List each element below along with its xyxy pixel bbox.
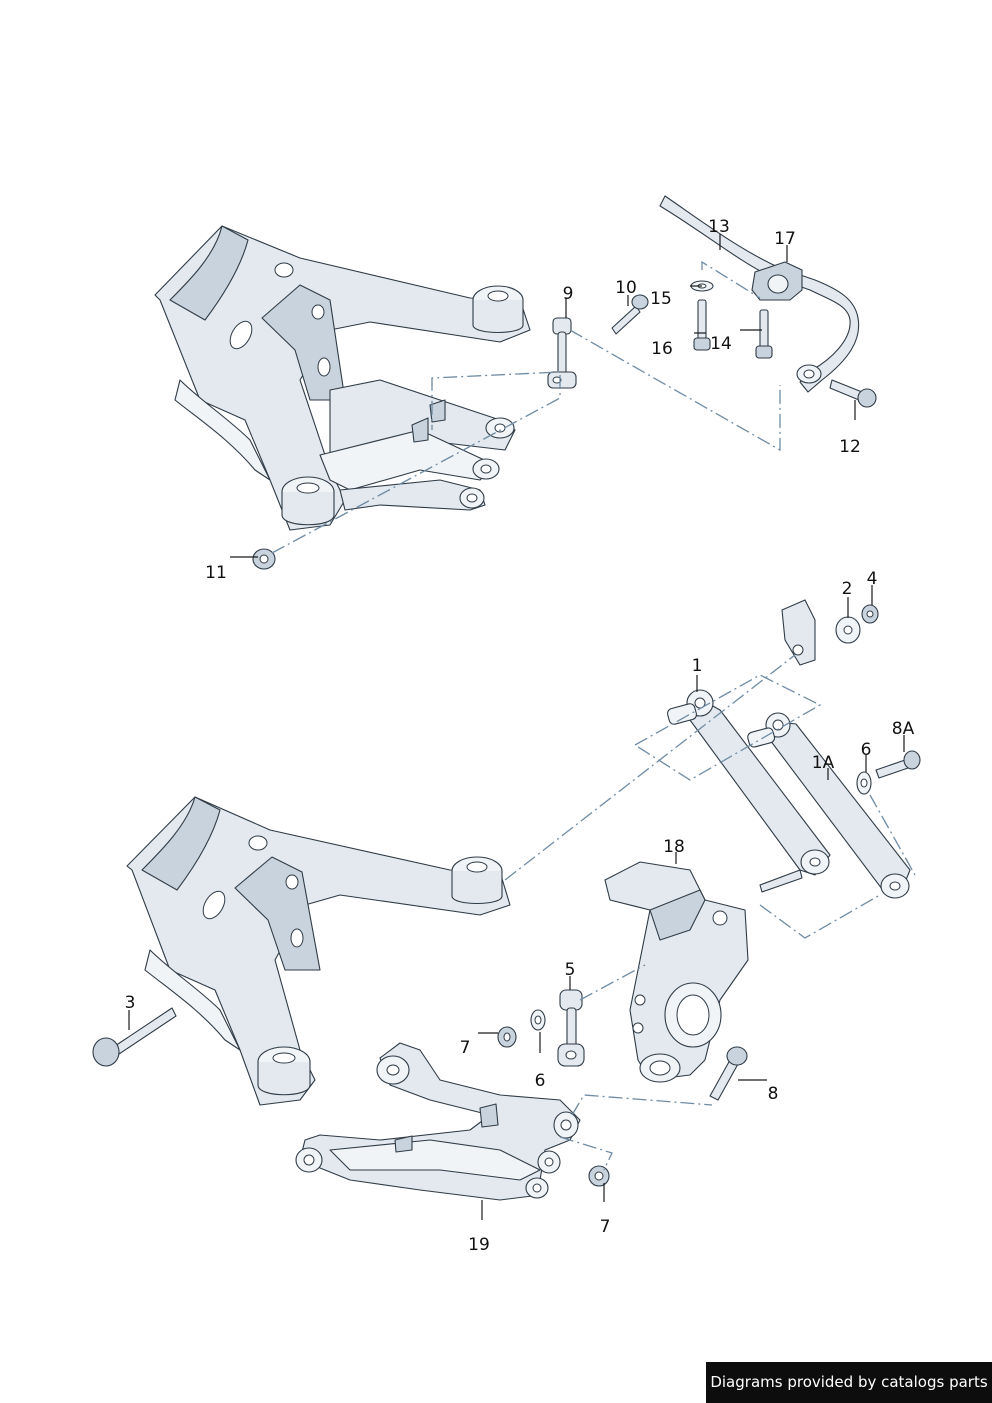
washer-2 <box>835 616 861 644</box>
callout-17: 17 <box>774 229 796 249</box>
callout-1a: 1A <box>812 753 835 773</box>
bolt-10 <box>611 294 649 335</box>
top-subframe <box>154 225 531 531</box>
callout-15: 15 <box>650 289 672 309</box>
callout-18: 18 <box>663 837 685 857</box>
callout-8a: 8A <box>892 719 915 739</box>
callout-14: 14 <box>710 334 732 354</box>
bolt-8 <box>709 1046 748 1101</box>
callout-16: 16 <box>651 339 673 359</box>
stabilizer-link-5 <box>557 989 585 1067</box>
bolt-14 <box>755 309 773 359</box>
callout-12: 12 <box>839 437 861 457</box>
bolt-12 <box>829 379 877 408</box>
bracket-plate <box>781 599 816 666</box>
callout-19: 19 <box>468 1235 490 1255</box>
lower-control-arm-19 <box>295 1042 581 1201</box>
callout-11: 11 <box>205 563 227 583</box>
callout-2: 2 <box>842 579 853 599</box>
leader-lines <box>128 234 905 1220</box>
wheel-bearing-housing-18 <box>604 861 749 1083</box>
callout-5: 5 <box>565 960 576 980</box>
callout-labels: 13 17 9 10 15 16 14 12 11 2 4 1 8A 6 1A … <box>125 217 915 1255</box>
bottom-dash-lines <box>504 654 916 1171</box>
callout-9: 9 <box>563 284 574 304</box>
bolt-16 <box>693 299 711 351</box>
callout-3: 3 <box>125 993 136 1013</box>
bottom-subframe <box>126 796 511 1106</box>
bolt-8a <box>875 750 921 779</box>
callout-4: 4 <box>867 569 878 589</box>
link-arm-1a <box>747 712 911 899</box>
credit-banner: Diagrams provided by catalogs parts <box>706 1362 992 1403</box>
nut-4 <box>861 604 879 624</box>
washer-6-lower <box>530 1009 546 1031</box>
callout-10: 10 <box>615 278 637 298</box>
callout-8: 8 <box>768 1084 779 1104</box>
callout-13: 13 <box>708 217 730 237</box>
callout-1: 1 <box>692 656 703 676</box>
callout-6-upper: 6 <box>861 740 872 760</box>
washer-6-upper <box>856 771 872 795</box>
link-arm-1 <box>666 689 831 893</box>
bolt-3 <box>92 1007 177 1067</box>
top-control-arm <box>319 379 516 511</box>
nut-11 <box>252 548 276 570</box>
nut-7-upper <box>497 1026 517 1048</box>
bushing-clamp-17 <box>751 261 803 301</box>
stabilizer-link-9 <box>547 317 577 389</box>
callout-7-lower: 7 <box>600 1217 611 1237</box>
callout-7-upper: 7 <box>460 1038 471 1058</box>
top-dash-lines <box>271 260 781 554</box>
nut-7-lower <box>588 1165 610 1187</box>
callout-6-lower: 6 <box>535 1071 546 1091</box>
